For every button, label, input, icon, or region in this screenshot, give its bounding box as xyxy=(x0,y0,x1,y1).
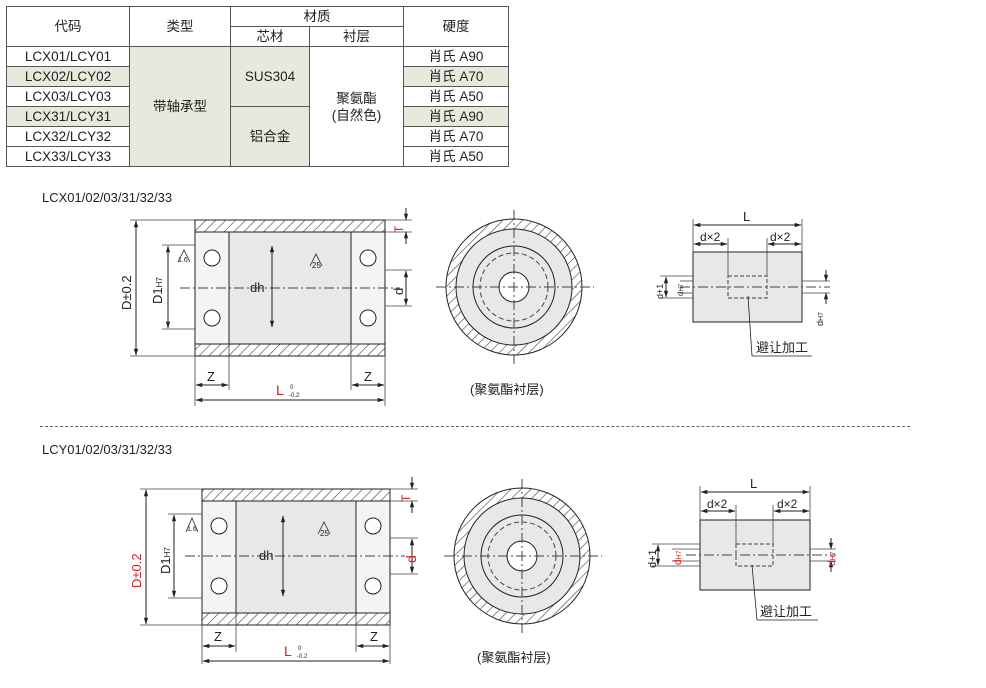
header-type: 类型 xyxy=(129,6,231,47)
dH7-label: dH7 xyxy=(827,551,838,566)
ball-icon xyxy=(203,309,221,327)
lcy-front-view: dh D±0.2 D1H7 1.6 25 d T Z Z L 0 -0.2 xyxy=(129,477,419,664)
L-tol-upper: 0 xyxy=(290,385,294,391)
roughness-value: 1.6 xyxy=(187,526,197,533)
dx2-label: d×2 xyxy=(777,497,798,511)
D1-label: D1H7 xyxy=(158,547,173,574)
dh-label: dh xyxy=(250,280,264,295)
section-divider xyxy=(40,426,910,427)
side-L-label: L xyxy=(743,209,750,224)
roughness-icon xyxy=(177,249,191,263)
dx2-label: d×2 xyxy=(700,230,721,244)
roughness-value: 1.6 xyxy=(178,257,188,264)
T-label: T xyxy=(392,225,406,233)
lcx-side-view: L d×2 d×2 d+1 dH7 dH7 避让加工 xyxy=(655,209,830,357)
dh-label: dh xyxy=(259,548,273,563)
T-label: T xyxy=(399,494,413,502)
roughness-icon xyxy=(185,516,199,533)
ball-icon xyxy=(364,517,382,535)
row-code: LCX01/LCY01 xyxy=(6,46,130,67)
Z-label: Z xyxy=(207,369,215,384)
row-code: LCX33/LCY33 xyxy=(6,146,130,167)
row-hardness: 肖氏 A90 xyxy=(403,106,509,127)
d-plus1-label: d+1 xyxy=(655,284,665,299)
lcx-front-view: dh D±0.2 D1H7 1.6 25 d T Z Z xyxy=(119,208,412,406)
relief-label: 避让加工 xyxy=(760,604,812,619)
roughness-icon xyxy=(317,521,331,535)
roughness-value: 25 xyxy=(320,529,329,538)
relief-label: 避让加工 xyxy=(756,340,808,355)
dx2-label: d×2 xyxy=(770,230,791,244)
row-hardness: 肖氏 A70 xyxy=(403,126,509,147)
row-code: LCX32/LCY32 xyxy=(6,126,130,147)
ball-icon xyxy=(364,577,382,595)
lining-caption: (聚氨酯衬层) xyxy=(477,650,551,665)
row-code: LCX03/LCY03 xyxy=(6,86,130,107)
L-label: L xyxy=(284,643,292,659)
ball-icon xyxy=(359,309,377,327)
dH7-label: dH7 xyxy=(673,550,684,565)
L-tol-lower: -0.2 xyxy=(289,393,300,399)
type-cell: 带轴承型 xyxy=(129,46,231,167)
core-cell-al: 铝合金 xyxy=(230,106,310,167)
D-label: D±0.2 xyxy=(119,275,134,310)
ball-icon xyxy=(203,249,221,267)
dH7-label: dH7 xyxy=(815,312,825,326)
lining-line1: 聚氨酯 xyxy=(336,90,377,106)
row-hardness: 肖氏 A50 xyxy=(403,146,509,167)
header-core: 芯材 xyxy=(230,26,310,47)
lining-line2: (自然色) xyxy=(331,107,382,123)
Z-label: Z xyxy=(364,369,372,384)
ball-icon xyxy=(210,517,228,535)
L-tol-lower: -0.2 xyxy=(297,654,308,660)
lining-caption: (聚氨酯衬层) xyxy=(470,382,544,397)
d-plus1-label: d+1 xyxy=(647,549,659,568)
dH7-label: dH7 xyxy=(676,283,685,296)
core-cell-sus: SUS304 xyxy=(230,46,310,107)
row-hardness: 肖氏 A70 xyxy=(403,66,509,87)
L-label: L xyxy=(276,382,284,398)
ball-icon xyxy=(210,577,228,595)
L-tol-upper: 0 xyxy=(298,646,302,652)
section-lcx-title: LCX01/02/03/31/32/33 xyxy=(42,190,173,205)
lcy-end-view: (聚氨酯衬层) xyxy=(444,479,602,665)
roughness-value: 25 xyxy=(312,261,321,270)
header-code: 代码 xyxy=(6,6,130,47)
d-label: d xyxy=(391,288,406,295)
spec-table: 代码 类型 材质 硬度 芯材 衬层 LCX01/LCY01 带轴承型 SUS30… xyxy=(6,6,509,167)
ball-icon xyxy=(359,249,377,267)
row-code: LCX31/LCY31 xyxy=(6,106,130,127)
Z-label: Z xyxy=(370,629,378,644)
D1-label: D1H7 xyxy=(150,277,165,304)
lcy-side-view: L d×2 d×2 d+1 dH7 dH7 避让加工 xyxy=(647,476,838,621)
side-L-label: L xyxy=(750,476,757,491)
lcx-end-view: (聚氨酯衬层) xyxy=(436,210,594,397)
row-hardness: 肖氏 A50 xyxy=(403,86,509,107)
lining-cell: 聚氨酯 (自然色) xyxy=(309,46,404,167)
row-code: LCX02/LCY02 xyxy=(6,66,130,87)
dx2-label: d×2 xyxy=(707,497,728,511)
section-lcy-title: LCY01/02/03/31/32/33 xyxy=(42,442,173,457)
D-label: D±0.2 xyxy=(129,553,144,588)
roughness-icon xyxy=(309,253,323,267)
Z-label: Z xyxy=(214,629,222,644)
d-label: d xyxy=(403,555,419,563)
